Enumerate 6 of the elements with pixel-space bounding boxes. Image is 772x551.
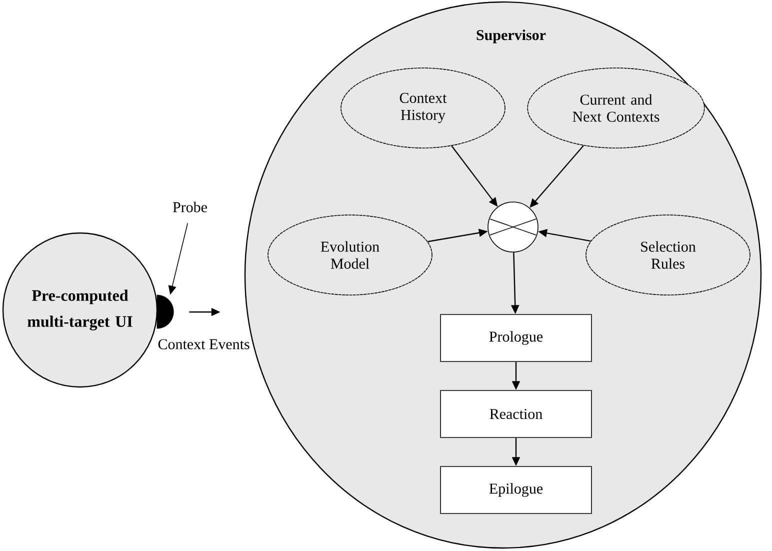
probe-shape [156, 294, 174, 329]
process-box: Reaction [440, 390, 592, 438]
selector-circle [488, 202, 538, 252]
process-box: Epilogue [440, 466, 592, 514]
probe-label: Probe [172, 202, 207, 212]
process-box: Prologue [440, 314, 592, 362]
